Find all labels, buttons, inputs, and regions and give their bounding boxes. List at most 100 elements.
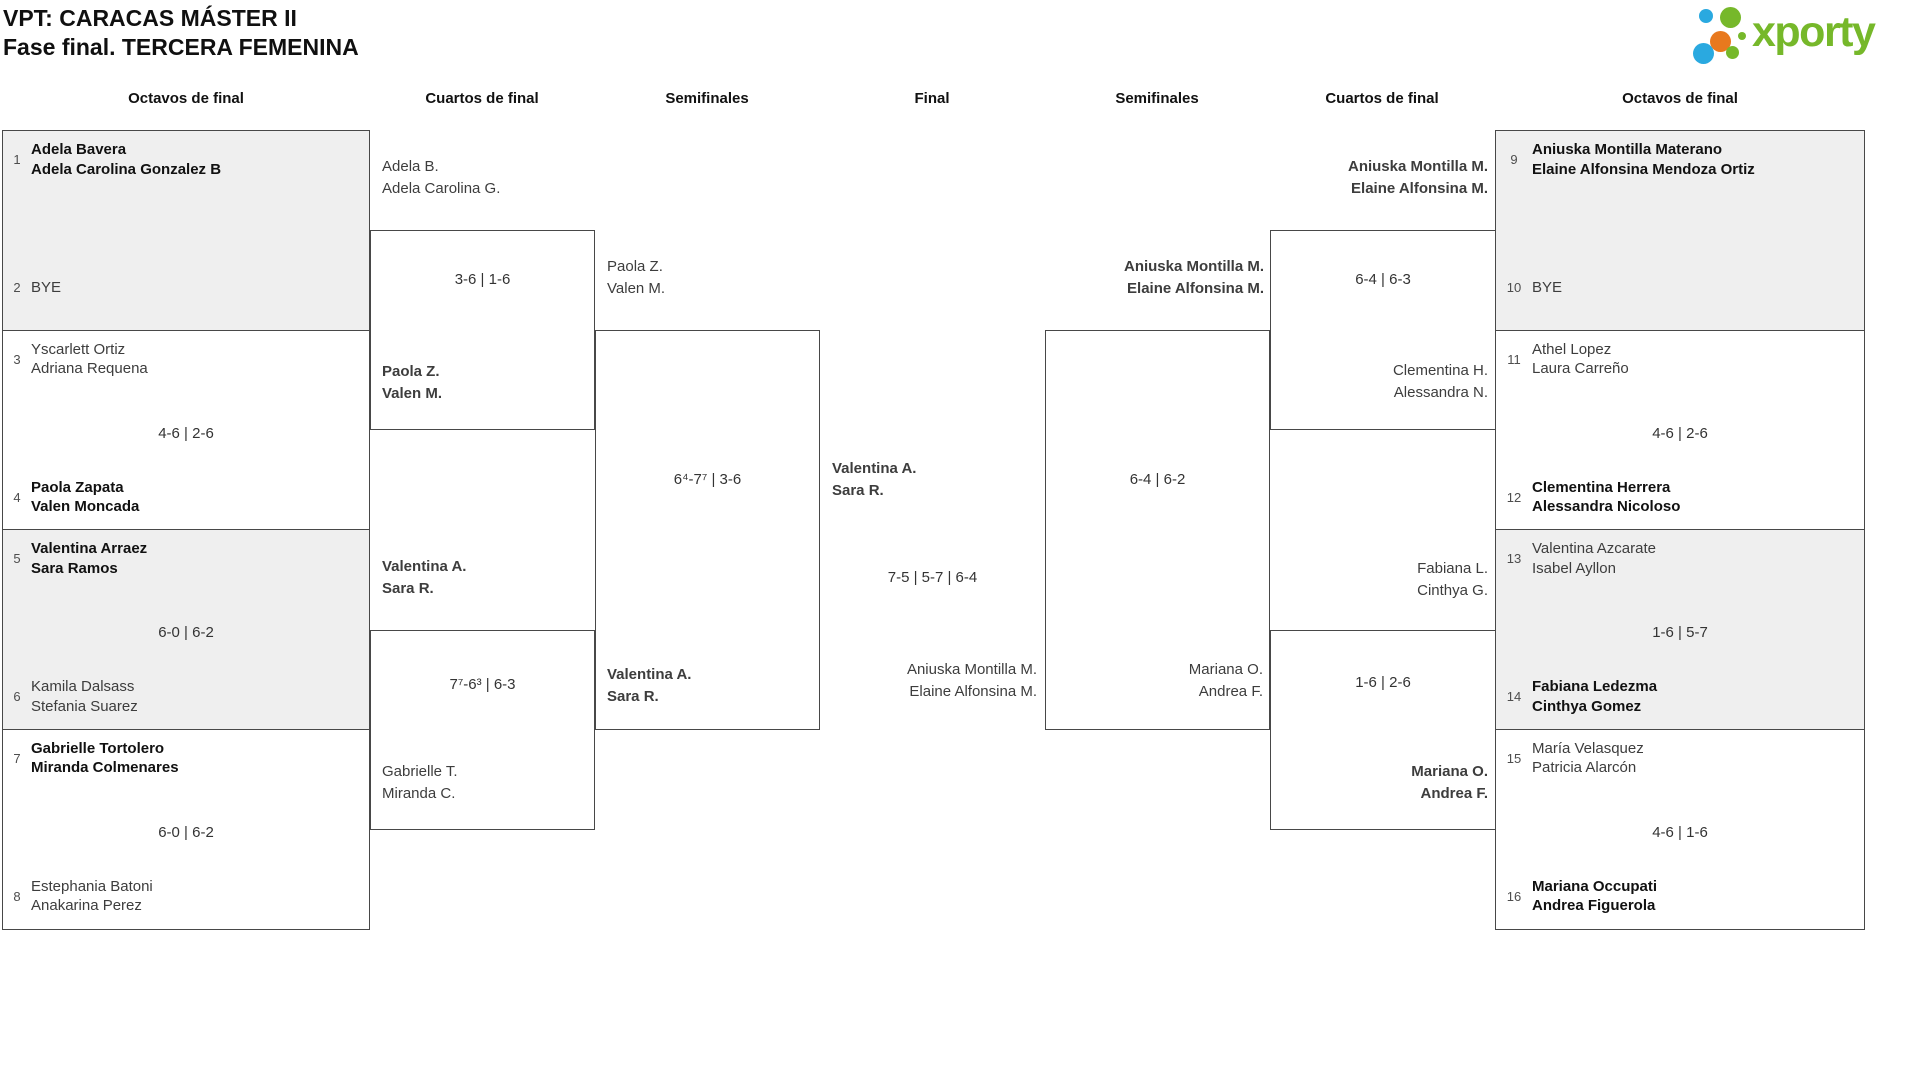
player-name: Valentina Azcarate — [1532, 540, 1656, 557]
qf-team: Clementina H. Alessandra N. — [1393, 360, 1488, 404]
player-name: Mariana Occupati — [1532, 877, 1658, 895]
player-name: Adela Carolina G. — [382, 180, 501, 197]
seed-number: 3 — [13, 351, 21, 367]
qf-team: Mariana O. Andrea F. — [1411, 761, 1488, 805]
player-name: Adriana Requena — [31, 360, 148, 377]
seed-number: 1 — [13, 152, 21, 167]
player-name: Sara R. — [832, 482, 884, 499]
player-name: Yscarlett Ortiz — [31, 340, 126, 358]
player-name: Fabiana Ledezma — [1532, 678, 1658, 695]
match-score: 4-6 | 1-6 — [1652, 823, 1708, 841]
player-name: Elaine Alfonsina M. — [1127, 280, 1264, 297]
sf-right-box — [1045, 330, 1270, 730]
player-name: Paola Zapata — [31, 478, 124, 496]
seed-number: 14 — [1506, 689, 1522, 704]
player-name: Andrea Figuerola — [1532, 897, 1656, 914]
match-score: 6-4 | 6-2 — [1129, 471, 1186, 488]
player-name: Paola Z. — [382, 363, 440, 380]
player-name: Mariana O. — [1411, 763, 1488, 780]
player-name: Clementina Herrera — [1532, 478, 1671, 496]
qf-team: Valentina A. Sara R. — [382, 556, 466, 600]
qf-right-bottom-box — [1270, 630, 1496, 830]
player-name: Cinthya Gomez — [1532, 697, 1642, 715]
player-name: Adela B. — [382, 158, 439, 175]
qf-team: Fabiana L. Cinthya G. — [1417, 558, 1488, 602]
player-name: Valen M. — [607, 280, 666, 297]
page-title: VPT: CARACAS MÁSTER II Fase final. TERCE… — [3, 4, 359, 62]
sf-team: Aniuska Montilla M. Elaine Alfonsina M. — [1124, 256, 1264, 300]
seed-number: 4 — [13, 489, 21, 505]
round-header-cuartos-left: Cuartos de final — [425, 90, 539, 107]
match-score: 1-6 | 5-7 — [1652, 624, 1708, 641]
player-name: Paola Z. — [607, 258, 663, 275]
player-name: Stefania Suarez — [31, 697, 138, 715]
player-name: Athel Lopez — [1532, 340, 1612, 358]
match-score: 3-6 | 1-6 — [454, 271, 511, 288]
qf-team: Adela B. Adela Carolina G. — [382, 156, 500, 200]
player-name: Anakarina Perez — [31, 897, 142, 914]
match-score: 4-6 | 2-6 — [1652, 424, 1708, 442]
seed-number: 12 — [1506, 489, 1522, 505]
player-name: Cinthya G. — [1417, 582, 1488, 599]
match-score: 4-6 | 2-6 — [158, 424, 214, 442]
player-name: Fabiana L. — [1417, 560, 1488, 577]
player-name: BYE — [31, 279, 62, 296]
seed-number: 9 — [1510, 152, 1518, 167]
player-name: Andrea F. — [1420, 785, 1488, 802]
player-name: Aniuska Montilla M. — [1123, 258, 1264, 275]
seed-number: 11 — [1507, 351, 1521, 367]
seed-number: 5 — [13, 551, 21, 566]
match-score: 6-0 | 6-2 — [158, 823, 214, 841]
player-name: Kamila Dalsass — [31, 678, 135, 695]
player-name: Miranda C. — [382, 785, 456, 802]
sf-team: Paola Z. Valen M. — [607, 256, 665, 300]
qf-team: Aniuska Montilla M. Elaine Alfonsina M. — [1348, 156, 1488, 200]
player-name: María Velasquez — [1532, 739, 1644, 757]
round-header-octavos-right: Octavos de final — [1622, 90, 1738, 107]
match-score: 1-6 | 2-6 — [1355, 674, 1411, 691]
player-name: Miranda Colmenares — [31, 759, 179, 776]
player-name: Elaine Alfonsina Mendoza Ortiz — [1532, 160, 1755, 178]
qf-left-top-box — [370, 230, 595, 430]
sf-team: Valentina A. Sara R. — [607, 664, 691, 708]
xporty-logo-text: xporty — [1752, 8, 1876, 56]
round-header-semis-left: Semifinales — [665, 90, 749, 107]
seed-number: 13 — [1506, 551, 1522, 566]
qf-team: Paola Z. Valen M. — [382, 361, 442, 405]
player-name: Valentina A. — [607, 666, 692, 683]
player-name: Patricia Alarcón — [1532, 759, 1637, 776]
final-team: Valentina A. Sara R. — [832, 458, 916, 502]
seed-number: 6 — [13, 689, 21, 704]
round-header-cuartos-right: Cuartos de final — [1325, 90, 1439, 107]
player-name: Aniuska Montilla M. — [1347, 158, 1488, 175]
round-header-semis-right: Semifinales — [1115, 90, 1199, 107]
team-entry: 10 BYE — [1502, 278, 1858, 298]
player-name: Sara R. — [607, 688, 659, 705]
player-name: Mariana O. — [1188, 661, 1263, 678]
sf-team: Mariana O. Andrea F. — [1189, 659, 1263, 703]
player-name: Alessandra Nicoloso — [1532, 498, 1681, 515]
round-header-final: Final — [914, 90, 950, 107]
player-name: Aniuska Montilla Materano — [1532, 141, 1723, 158]
seed-number: 10 — [1506, 280, 1522, 296]
player-name: Elaine Alfonsina M. — [1351, 180, 1488, 197]
player-name: Aniuska Montilla M. — [906, 661, 1037, 678]
xporty-logo[interactable]: xporty — [1690, 4, 1918, 72]
player-name: Isabel Ayllon — [1532, 559, 1616, 577]
player-name: Valen M. — [382, 385, 443, 402]
round-header-octavos-left: Octavos de final — [128, 90, 244, 107]
qf-team: Gabrielle T. Miranda C. — [382, 761, 458, 805]
seed-number: 8 — [13, 888, 21, 904]
